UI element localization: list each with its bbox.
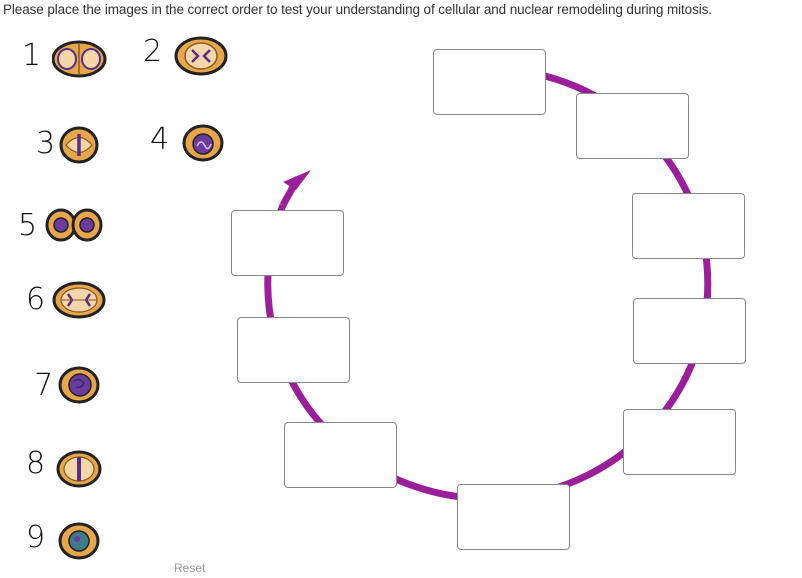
image-number-9: 9 (26, 520, 46, 555)
drop-slot-6[interactable] (457, 484, 570, 550)
drop-slot-7[interactable] (284, 422, 397, 488)
image-tile-1[interactable] (52, 40, 107, 78)
prometaphase-cell-icon (174, 36, 228, 76)
image-tile-8[interactable] (56, 450, 104, 488)
instruction-text: Please place the images in the correct o… (3, 2, 712, 17)
image-number-7: 7 (34, 368, 54, 403)
drop-slot-9[interactable] (231, 210, 344, 276)
image-number-4: 4 (150, 122, 170, 157)
drop-slot-1[interactable] (433, 49, 546, 115)
image-number-1: 1 (22, 38, 42, 73)
image-tile-4[interactable] (182, 124, 230, 162)
anaphase-cell-icon (52, 281, 106, 319)
image-number-6: 6 (26, 282, 46, 317)
image-tile-9[interactable] (58, 522, 106, 560)
prophase-cell-icon (182, 124, 224, 162)
image-tile-6[interactable] (52, 281, 106, 319)
drop-slot-5[interactable] (623, 409, 736, 475)
cytokinesis-cell-icon (45, 208, 103, 242)
image-tile-5[interactable] (45, 206, 103, 242)
image-number-3: 3 (36, 126, 56, 161)
drop-slot-3[interactable] (632, 193, 745, 259)
image-tile-2[interactable] (174, 36, 228, 76)
drop-slot-8[interactable] (237, 317, 350, 383)
image-number-8: 8 (26, 446, 46, 481)
interphase-cell-icon (58, 522, 100, 560)
drop-slot-4[interactable] (633, 298, 746, 364)
reset-button[interactable]: Reset (174, 561, 206, 575)
metaphase-cell-icon (59, 126, 99, 164)
image-tile-7[interactable] (58, 366, 106, 404)
telophase-cell-icon (52, 40, 107, 78)
image-number-5: 5 (18, 208, 38, 243)
drop-slot-2[interactable] (576, 93, 689, 159)
early-prophase-cell-icon (58, 366, 100, 404)
image-tile-3[interactable] (58, 126, 106, 164)
metaphase-plate-cell-icon (56, 450, 102, 488)
image-number-2: 2 (143, 34, 163, 69)
